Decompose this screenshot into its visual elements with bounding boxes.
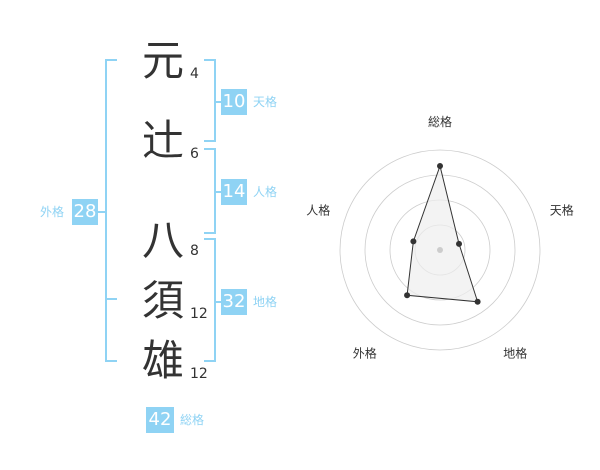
- radar-point-4: [404, 292, 411, 299]
- chikaku-label: 地格: [253, 295, 278, 309]
- name-char-5: 雄: [141, 336, 184, 385]
- radar-grid-ring-4: [339, 149, 541, 351]
- stroke-count-1: 4: [190, 66, 199, 82]
- radar-axis-label-5: 人格: [306, 202, 330, 217]
- tenkaku-bracket-tick: [214, 101, 222, 103]
- chikaku-bracket-tick: [214, 301, 222, 303]
- gaikaku-bracket-tick: [96, 211, 106, 213]
- radar-point-2: [456, 240, 463, 247]
- stroke-count-3: 8: [190, 243, 199, 259]
- name-char-4: 須: [141, 276, 184, 325]
- tenkaku-bracket: [204, 59, 216, 142]
- radar-axis-label-2: 天格: [550, 202, 574, 217]
- jinkaku-value: 14: [221, 179, 247, 205]
- name-char-2: 辻: [141, 116, 184, 165]
- radar-axis-label-4: 外格: [353, 346, 377, 361]
- chikaku-value: 32: [221, 289, 247, 315]
- radar-point-5: [410, 238, 417, 245]
- radar-point-3: [474, 298, 481, 305]
- gaikaku-bracket-mid-tick: [105, 298, 117, 300]
- name-char-3: 八: [141, 216, 184, 265]
- radar-axis-label-1: 総格: [428, 114, 452, 129]
- radar-series-polygon: [406, 164, 479, 303]
- tenkaku-value: 10: [221, 89, 247, 115]
- stroke-count-5: 12: [190, 366, 208, 382]
- stroke-count-2: 6: [190, 146, 199, 162]
- gaikaku-value: 28: [72, 199, 98, 225]
- gaikaku-label: 外格: [40, 205, 65, 219]
- gaikaku-bracket: [105, 59, 117, 362]
- radar-point-1: [437, 163, 443, 169]
- jinkaku-bracket-tick: [214, 191, 222, 193]
- chikaku-bracket: [204, 238, 216, 362]
- soukaku-value: 42: [146, 407, 174, 433]
- stroke-count-4: 12: [190, 306, 208, 322]
- tenkaku-label: 天格: [253, 95, 278, 109]
- name-char-1: 元: [141, 36, 184, 85]
- soukaku-label: 総格: [180, 413, 205, 427]
- radar-axis-label-3: 地格: [503, 346, 527, 361]
- jinkaku-label: 人格: [253, 185, 278, 199]
- radar-center-dot: [437, 247, 443, 253]
